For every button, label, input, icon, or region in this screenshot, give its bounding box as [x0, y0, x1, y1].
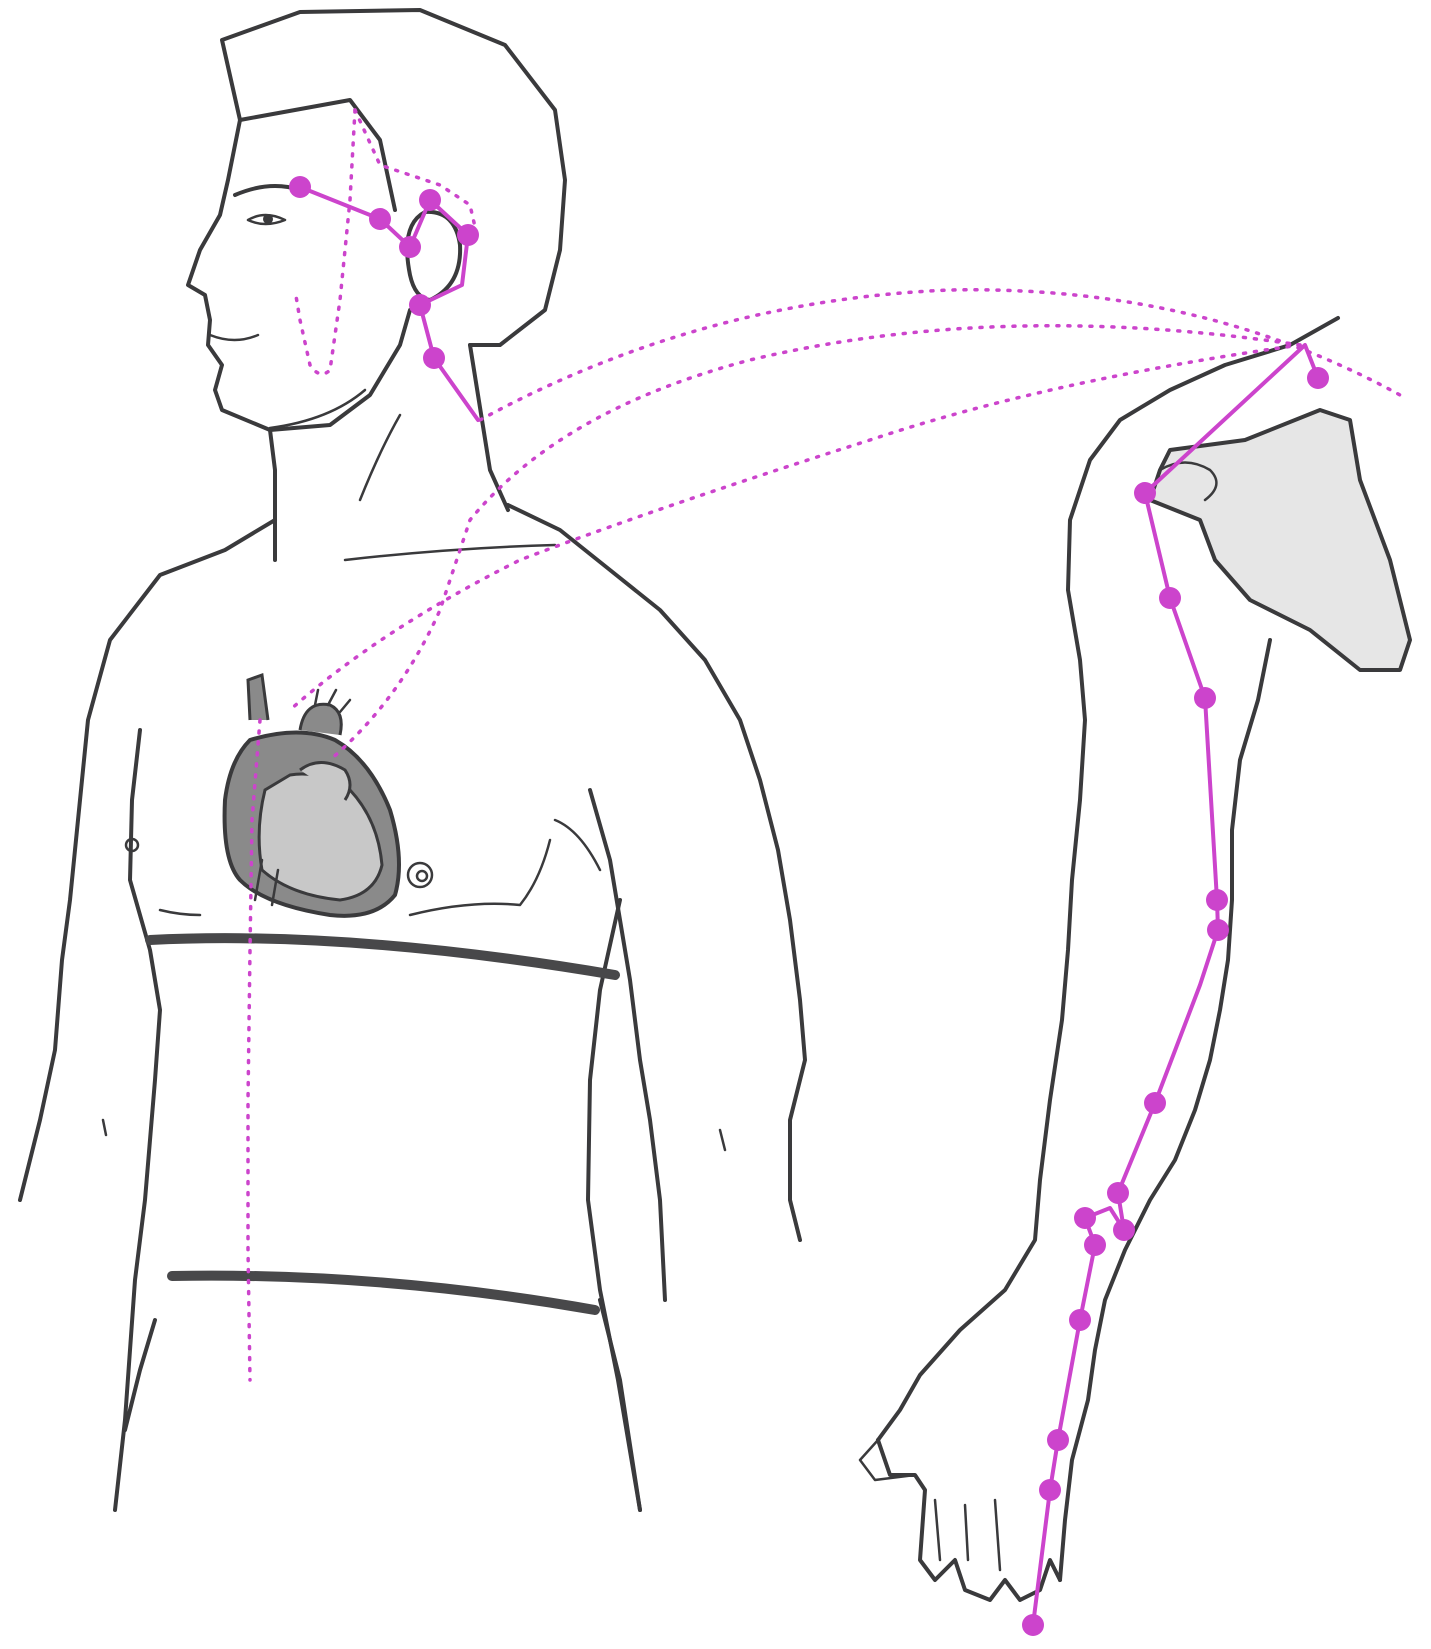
acupoint-marker: [1144, 1092, 1166, 1114]
acupoint-marker: [1022, 1614, 1044, 1636]
chest-line: [160, 910, 200, 915]
nipple-right: [408, 863, 432, 887]
torso-outline: [20, 505, 805, 1240]
acupoint-group: [289, 176, 1329, 1636]
acupoint-marker: [289, 176, 311, 198]
hand-outline: [878, 1440, 1060, 1600]
mouth: [210, 335, 258, 340]
male-torso-figure: [20, 10, 805, 1510]
arm-bottom-edge: [1060, 640, 1270, 1580]
dotted-arc-chest: [290, 345, 1300, 710]
nipple-right-inner: [417, 871, 427, 881]
finger-lines: [935, 1500, 1000, 1570]
pupil: [263, 214, 273, 224]
acupoint-marker: [457, 224, 479, 246]
acupoint-marker: [1206, 889, 1228, 911]
acupoint-marker: [419, 189, 441, 211]
scapula-icon: [1150, 410, 1410, 670]
acupoint-marker: [1207, 919, 1229, 941]
acupoint-marker: [1069, 1309, 1091, 1331]
acupoint-marker: [1113, 1219, 1135, 1241]
arm-inner-right: [590, 790, 665, 1300]
acupoint-marker: [1134, 482, 1156, 504]
hip-right: [600, 1300, 640, 1510]
pec-right: [555, 820, 600, 870]
elbow-crease-left: [103, 1120, 106, 1135]
acupoint-marker: [1194, 687, 1216, 709]
neck-muscle: [360, 415, 400, 500]
acupoint-marker: [1047, 1429, 1069, 1451]
chest-band-lower: [172, 1276, 595, 1310]
dotted-face-loop: [295, 110, 355, 374]
vena-cava: [248, 675, 268, 720]
face-outline: [188, 120, 410, 430]
chest-band-upper: [150, 938, 615, 975]
acupoint-marker: [409, 294, 431, 316]
acupoint-marker: [399, 236, 421, 258]
collarbone: [345, 545, 555, 560]
acupoint-marker: [369, 208, 391, 230]
acupoint-marker: [1039, 1479, 1061, 1501]
acupoint-marker: [1074, 1207, 1096, 1229]
extended-right-arm: [860, 318, 1410, 1600]
acupoint-marker: [1159, 587, 1181, 609]
neck-back: [470, 345, 508, 510]
neck-front: [270, 430, 275, 560]
acupoint-marker: [1307, 367, 1329, 389]
acupoint-marker: [1107, 1182, 1129, 1204]
acupoint-marker: [423, 347, 445, 369]
heart-icon: [225, 675, 399, 916]
hair-outline: [222, 10, 565, 345]
aorta: [300, 704, 341, 735]
elbow-crease-right: [720, 1130, 725, 1150]
acupoint-marker: [1084, 1234, 1106, 1256]
